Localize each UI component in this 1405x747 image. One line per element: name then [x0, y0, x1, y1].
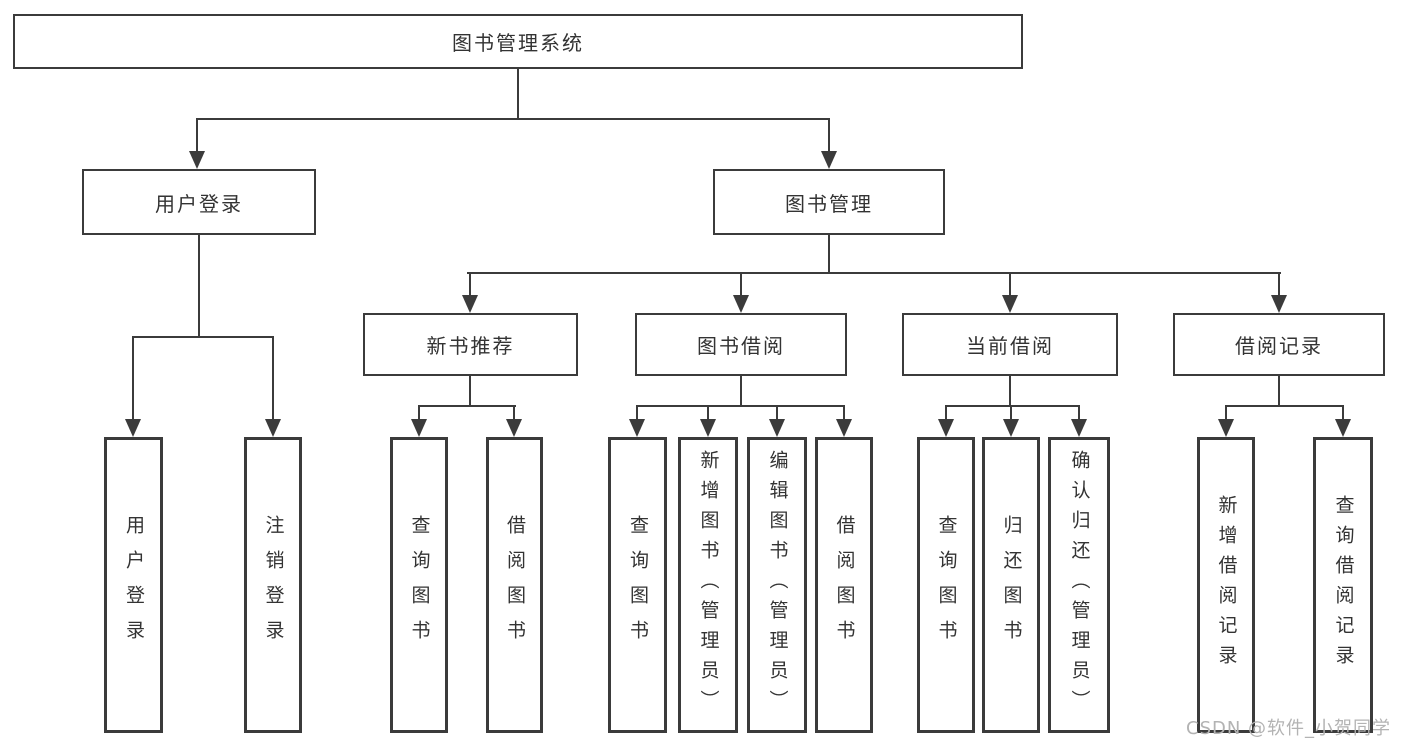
connector-userlogin-split — [132, 336, 274, 338]
connector-bookmgmt-split — [467, 272, 1281, 274]
leaf-borrow-query-label: 查询图书 — [627, 515, 649, 655]
leaf-current-confirm-admin: 确认归还（管理员） — [1048, 437, 1110, 733]
leaf-current-query: 查询图书 — [917, 437, 975, 733]
connector-newbook-split — [418, 405, 516, 407]
connector-root-split — [196, 118, 830, 120]
connector-to-leaf — [513, 405, 515, 421]
node-user-login: 用户登录 — [82, 169, 316, 235]
connector-currentborrow-split — [945, 405, 1080, 407]
arrow-down-icon — [1218, 419, 1234, 437]
leaf-current-confirm-admin-label: 确认归还（管理员） — [1068, 450, 1091, 720]
node-user-login-label: 用户登录 — [155, 191, 243, 216]
node-borrow-records-label: 借阅记录 — [1235, 334, 1323, 358]
connector-to-leaf-logout — [272, 336, 274, 421]
connector-to-leaf — [636, 405, 638, 421]
node-root: 图书管理系统 — [13, 14, 1023, 69]
leaf-borrow-query: 查询图书 — [608, 437, 667, 733]
leaf-records-add: 新增借阅记录 — [1197, 437, 1255, 733]
leaf-records-add-label: 新增借阅记录 — [1215, 495, 1238, 675]
leaf-borrow-edit-admin-label: 编辑图书（管理员） — [766, 450, 789, 720]
connector-to-leaf — [776, 405, 778, 421]
connector-to-leaf — [843, 405, 845, 421]
connector-newbook-stem — [469, 376, 471, 406]
connector-to-leaf — [945, 405, 947, 421]
arrow-down-icon — [265, 419, 281, 437]
connector-to-leaf-user-login — [132, 336, 134, 421]
arrow-down-icon — [733, 295, 749, 313]
connector-to-book-management — [828, 118, 830, 154]
node-current-borrow: 当前借阅 — [902, 313, 1118, 376]
leaf-user-login-label: 用户登录 — [123, 515, 145, 655]
node-book-management-label: 图书管理 — [785, 191, 873, 216]
leaf-newbook-query: 查询图书 — [390, 437, 448, 733]
node-book-management: 图书管理 — [713, 169, 945, 235]
arrow-down-icon — [1071, 419, 1087, 437]
node-current-borrow-label: 当前借阅 — [966, 334, 1054, 358]
node-book-borrow: 图书借阅 — [635, 313, 847, 376]
arrow-down-icon — [700, 419, 716, 437]
arrow-down-icon — [836, 419, 852, 437]
connector-records-stem — [1278, 376, 1280, 406]
arrow-down-icon — [1002, 295, 1018, 313]
leaf-newbook-borrow-label: 借阅图书 — [504, 515, 526, 655]
node-root-label: 图书管理系统 — [452, 31, 584, 55]
node-borrow-records: 借阅记录 — [1173, 313, 1385, 376]
connector-to-leaf — [418, 405, 420, 421]
connector-to-new-book-recommend — [469, 272, 471, 297]
connector-records-split — [1225, 405, 1344, 407]
arrow-down-icon — [629, 419, 645, 437]
arrow-down-icon — [1335, 419, 1351, 437]
arrow-down-icon — [189, 151, 205, 169]
arrow-down-icon — [411, 419, 427, 437]
arrow-down-icon — [506, 419, 522, 437]
leaf-user-login: 用户登录 — [104, 437, 163, 733]
connector-to-leaf — [1010, 405, 1012, 421]
connector-currentborrow-stem — [1009, 376, 1011, 406]
leaf-current-return-label: 归还图书 — [1000, 515, 1023, 655]
connector-bookborrow-stem — [740, 376, 742, 406]
connector-to-borrow-records — [1278, 272, 1280, 297]
connector-to-leaf — [1225, 405, 1227, 421]
connector-to-user-login — [196, 118, 198, 154]
connector-root-stem — [517, 69, 519, 118]
connector-bookborrow-split — [636, 405, 845, 407]
arrow-down-icon — [821, 151, 837, 169]
leaf-newbook-query-label: 查询图书 — [408, 515, 431, 655]
arrow-down-icon — [462, 295, 478, 313]
connector-bookmgmt-stem — [828, 235, 830, 274]
node-new-book-recommend-label: 新书推荐 — [426, 334, 515, 358]
node-book-borrow-label: 图书借阅 — [697, 334, 785, 358]
csdn-watermark: CSDN @软件_小贺同学 — [1186, 718, 1392, 739]
connector-to-leaf — [1078, 405, 1080, 421]
leaf-records-query-label: 查询借阅记录 — [1332, 495, 1355, 675]
arrow-down-icon — [1003, 419, 1019, 437]
node-new-book-recommend: 新书推荐 — [363, 313, 578, 376]
leaf-current-return: 归还图书 — [982, 437, 1040, 733]
leaf-current-query-label: 查询图书 — [935, 515, 958, 655]
connector-to-current-borrow — [1009, 272, 1011, 297]
connector-to-leaf — [707, 405, 709, 421]
leaf-logout-label: 注销登录 — [262, 515, 285, 655]
arrow-down-icon — [938, 419, 954, 437]
leaf-newbook-borrow: 借阅图书 — [486, 437, 543, 733]
arrow-down-icon — [769, 419, 785, 437]
leaf-borrow-borrow: 借阅图书 — [815, 437, 873, 733]
leaf-logout: 注销登录 — [244, 437, 302, 733]
leaf-borrow-add-admin-label: 新增图书（管理员） — [697, 450, 720, 720]
arrow-down-icon — [1271, 295, 1287, 313]
arrow-down-icon — [125, 419, 141, 437]
leaf-records-query: 查询借阅记录 — [1313, 437, 1373, 733]
connector-userlogin-stem — [198, 235, 200, 336]
leaf-borrow-edit-admin: 编辑图书（管理员） — [747, 437, 807, 733]
leaf-borrow-add-admin: 新增图书（管理员） — [678, 437, 738, 733]
leaf-borrow-borrow-label: 借阅图书 — [833, 515, 856, 655]
connector-to-leaf — [1342, 405, 1344, 421]
connector-to-book-borrow — [740, 272, 742, 297]
